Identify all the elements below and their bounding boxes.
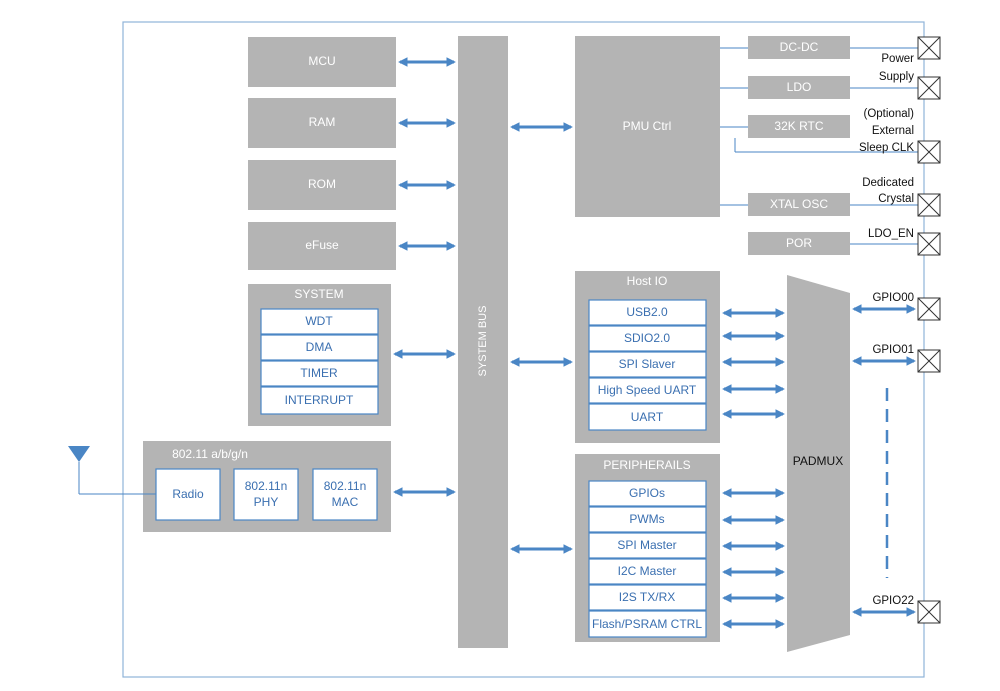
system-item-timer: TIMER (300, 366, 338, 380)
host-io-usb: USB2.0 (626, 305, 668, 319)
pmu-ctrl-block: PMU Ctrl (575, 36, 720, 217)
padmux-block: PADMUX (787, 275, 850, 652)
system-item-wdt: WDT (305, 314, 333, 328)
padmux-label: PADMUX (793, 454, 843, 468)
pmu-connections (720, 47, 918, 245)
ram-label: RAM (309, 115, 336, 129)
label-ldo-en: LDO_EN (868, 228, 914, 240)
dcdc-block: DC-DC (748, 36, 850, 59)
pin-crystal (917, 193, 941, 217)
dcdc-label: DC-DC (780, 40, 819, 54)
antenna-icon (68, 446, 156, 495)
pin-ldo-en (917, 232, 941, 256)
host-io-sdio: SDIO2.0 (624, 331, 670, 345)
label-crystal-l1: Dedicated (862, 177, 914, 189)
por-label: POR (786, 236, 812, 250)
rom-label: ROM (308, 177, 336, 191)
rtc-label: 32K RTC (774, 119, 823, 133)
periph-gpios: GPIOs (629, 486, 665, 500)
label-gpio22: GPIO22 (872, 595, 914, 607)
system-bus-block: SYSTEM BUS (458, 36, 508, 648)
wifi-mac-line1: 802.11n (324, 479, 367, 493)
peripherals-title: PERIPHERAILS (603, 458, 690, 472)
pin-power-2 (917, 76, 941, 100)
host-io-title: Host IO (627, 274, 668, 288)
ram-block: RAM (248, 98, 396, 148)
efuse-block: eFuse (248, 222, 396, 270)
periph-flash-psram: Flash/PSRAM CTRL (592, 617, 702, 631)
mcu-block: MCU (248, 37, 396, 87)
pin-gpio22 (917, 600, 941, 624)
system-item-dma: DMA (306, 340, 333, 354)
system-title: SYSTEM (294, 287, 343, 301)
xtal-block: XTAL OSC (748, 193, 850, 216)
host-io-hs-uart: High Speed UART (598, 383, 697, 397)
wifi-phy-line1: 802.11n (245, 479, 288, 493)
wifi-title: 802.11 a/b/g/n (172, 447, 248, 461)
efuse-label: eFuse (305, 238, 339, 252)
ldo-label: LDO (787, 80, 812, 94)
pmu-ctrl-label: PMU Ctrl (623, 119, 672, 133)
periph-pwms: PWMs (629, 512, 664, 526)
label-gpio001: GPIO01 (872, 344, 914, 356)
wifi-radio: Radio (172, 487, 204, 501)
mcu-label: MCU (308, 54, 335, 68)
label-power-l2: Supply (879, 71, 914, 83)
wifi-block: 802.11 a/b/g/n Radio 802.11n PHY 802.11n… (143, 441, 391, 532)
wifi-mac-line2: MAC (332, 495, 359, 509)
label-crystal-l2: Crystal (878, 193, 914, 205)
label-gpio000: GPIO00 (872, 292, 914, 304)
label-sleep-l3: Sleep CLK (859, 142, 914, 154)
system-block: SYSTEM WDT DMA TIMER INTERRUPT (248, 284, 391, 426)
periph-spi-master: SPI Master (617, 538, 676, 552)
por-block: POR (748, 232, 850, 255)
system-bus-label: SYSTEM BUS (477, 306, 489, 377)
host-io-spi-slaver: SPI Slaver (619, 357, 676, 371)
host-io-block: Host IO USB2.0 SDIO2.0 SPI Slaver High S… (575, 271, 720, 443)
ldo-block: LDO (748, 76, 850, 99)
pin-power-1 (917, 36, 941, 60)
peripherals-block: PERIPHERAILS GPIOs PWMs SPI Master I2C M… (575, 454, 720, 642)
rom-block: ROM (248, 160, 396, 210)
label-sleep-l1: (Optional) (864, 108, 915, 120)
wifi-phy-line2: PHY (254, 495, 279, 509)
rtc-block: 32K RTC (748, 115, 850, 138)
xtal-label: XTAL OSC (770, 197, 828, 211)
bus-arrows (393, 57, 573, 554)
host-io-uart: UART (631, 410, 664, 424)
periph-i2s: I2S TX/RX (619, 590, 675, 604)
pin-gpio001 (917, 349, 941, 373)
pin-sleep-clk (917, 140, 941, 164)
label-power-l1: Power (881, 53, 914, 65)
padmux-arrows (722, 304, 916, 629)
periph-i2c-master: I2C Master (618, 564, 677, 578)
system-item-interrupt: INTERRUPT (285, 393, 354, 407)
pin-gpio000 (917, 297, 941, 321)
label-sleep-l2: External (872, 125, 914, 137)
